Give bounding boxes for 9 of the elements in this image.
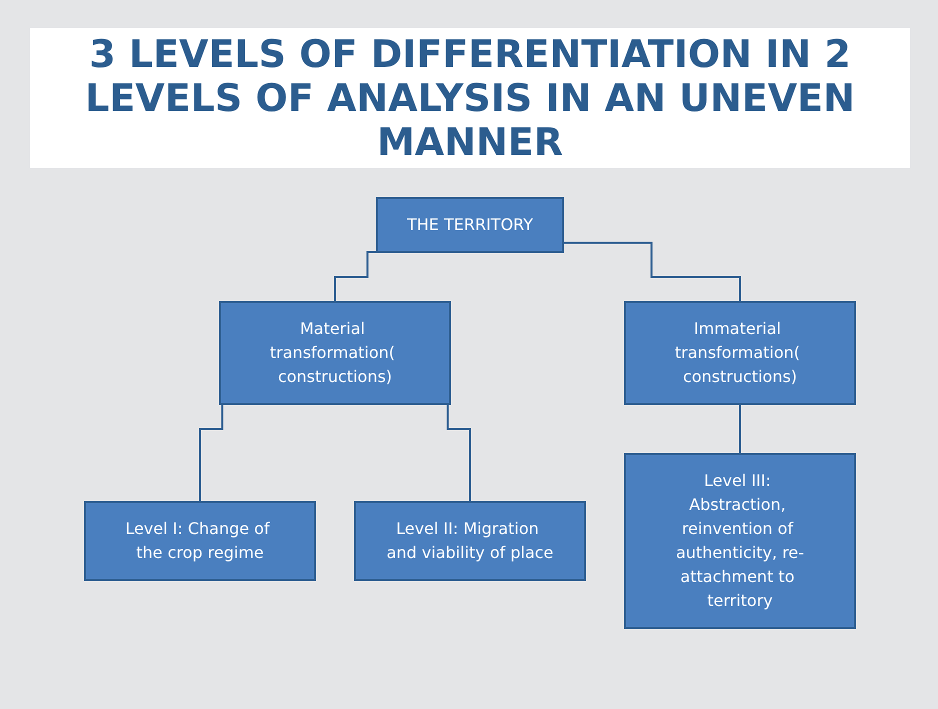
- connector: [563, 242, 741, 303]
- node-box: Level I: Change of the crop regime: [84, 501, 316, 581]
- node-box: THE TERRITORY: [376, 197, 564, 253]
- node-box: Level II: Migration and viability of place: [354, 501, 586, 581]
- title: 3 LEVELS OF DIFFERENTIATION IN 2 LEVELS OF ANALYSIS IN AN UNEVEN MANNER: [30, 28, 910, 168]
- node-box: Material transformation( constructions): [219, 301, 451, 405]
- connector: [739, 403, 741, 455]
- node-box: Level III: Abstraction, reinvention of authenticity, re-attachment to territory: [624, 453, 856, 629]
- node-box: Immaterial transformation( constructions): [624, 301, 856, 405]
